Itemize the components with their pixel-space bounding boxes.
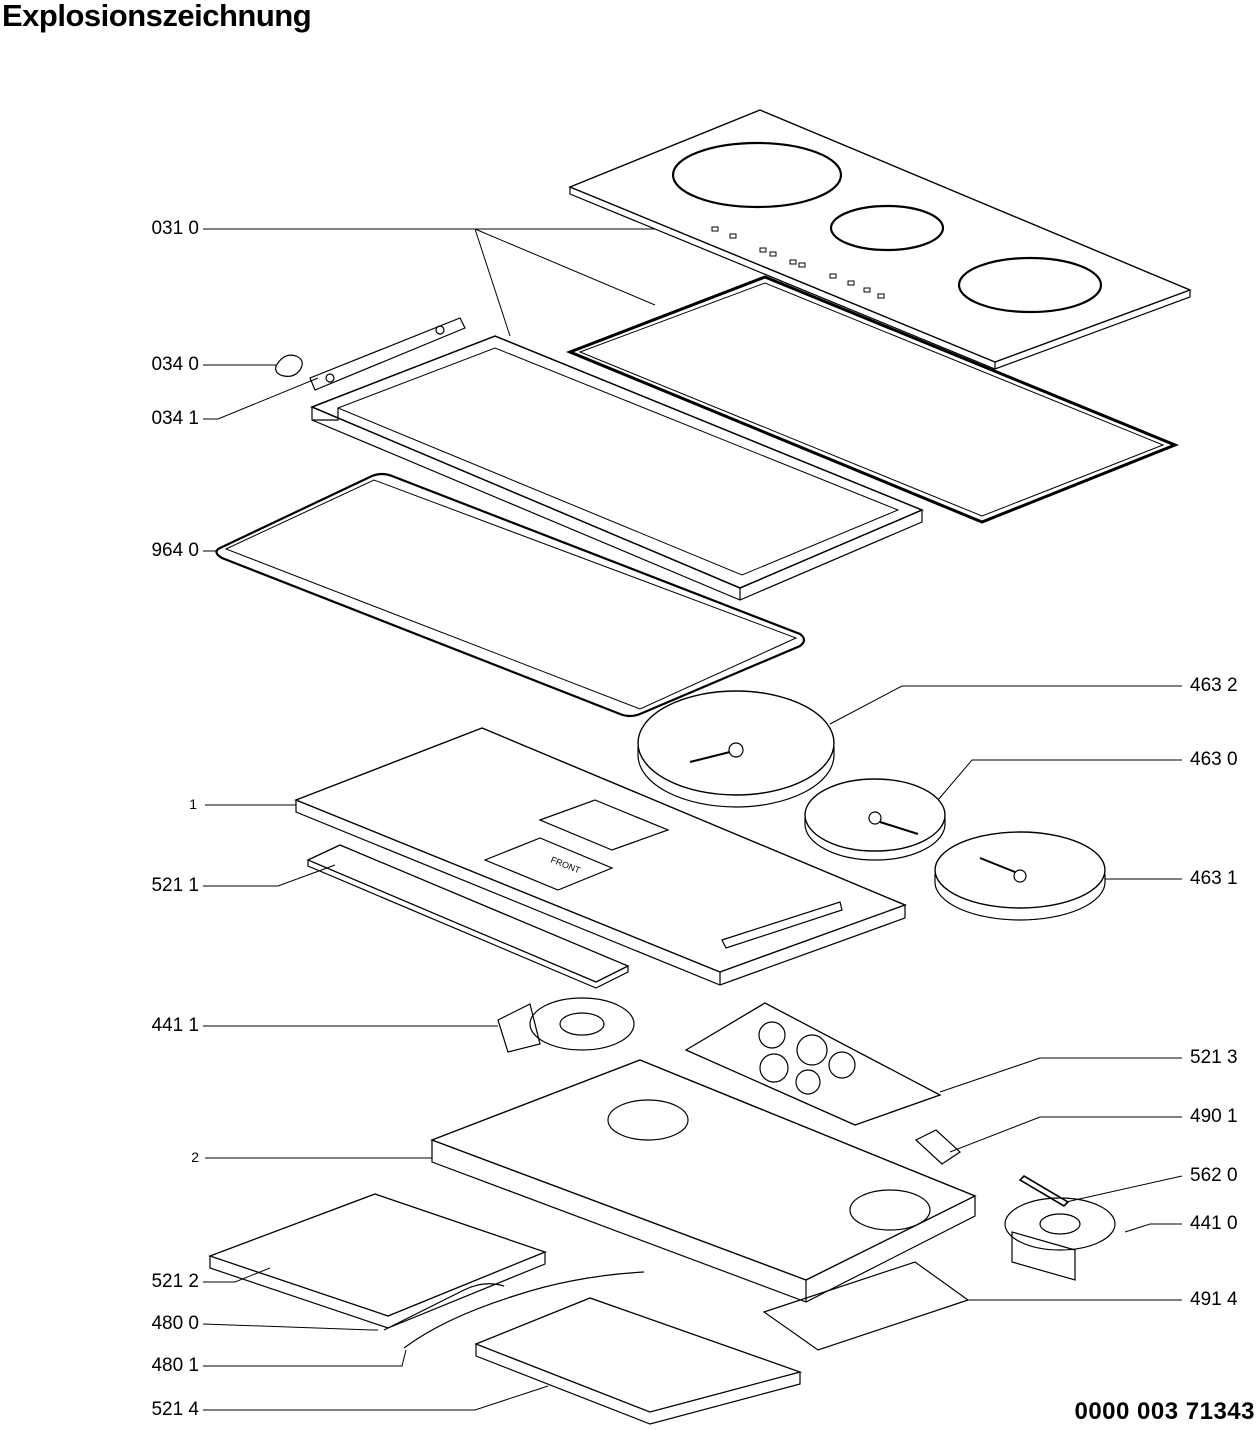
- power-board-part-upper: [686, 1003, 940, 1125]
- fan-part-lower: [1005, 1198, 1115, 1280]
- gasket-part: [216, 474, 804, 716]
- part-label-031-0: 031 0: [151, 218, 199, 239]
- induction-coil-small-part: [935, 832, 1105, 920]
- part-label-463-1: 463 1: [1190, 868, 1238, 889]
- fuse-part: [1020, 1176, 1068, 1206]
- bracket-part: [310, 318, 465, 390]
- part-label-521-2: 521 2: [151, 1271, 199, 1292]
- part-label-463-2: 463 2: [1190, 675, 1238, 696]
- part-label-521-4: 521 4: [151, 1399, 199, 1420]
- part-label-480-0: 480 0: [151, 1313, 199, 1334]
- page-title: Explosionszeichnung: [2, 0, 312, 33]
- part-label-491-4: 491 4: [1190, 1289, 1238, 1310]
- control-board-part: [308, 845, 628, 988]
- part-label-441-0: 441 0: [1190, 1213, 1238, 1234]
- clip-part: [276, 355, 303, 376]
- induction-coil-large-part: [638, 691, 834, 807]
- part-label-2: 2: [191, 1149, 199, 1165]
- part-label-490-1: 490 1: [1190, 1106, 1238, 1127]
- front-marking: FRONT: [549, 855, 582, 876]
- induction-coil-medium-part: [805, 779, 945, 860]
- metal-frame-part: [312, 336, 922, 600]
- part-label-463-0: 463 0: [1190, 749, 1238, 770]
- holder-part: [916, 1130, 960, 1164]
- upper-seal-frame-part: [570, 277, 1175, 522]
- part-label-480-1: 480 1: [151, 1355, 199, 1376]
- part-label-964-0: 964 0: [151, 540, 199, 561]
- part-label-1: 1: [189, 796, 197, 812]
- part-label-034-0: 034 0: [151, 354, 199, 375]
- document-number: 0000 003 71343: [1074, 1398, 1255, 1425]
- part-label-441-1: 441 1: [151, 1015, 199, 1036]
- base-panel-part: FRONT: [296, 728, 905, 985]
- cable-part: [384, 1272, 644, 1348]
- right-heatsink-board-part: [476, 1298, 800, 1424]
- part-label-521-3: 521 3: [1190, 1047, 1238, 1068]
- left-heatsink-board-part: [210, 1194, 545, 1328]
- part-label-521-1: 521 1: [151, 875, 199, 896]
- fan-part-upper: [498, 998, 634, 1052]
- part-label-034-1: 034 1: [151, 408, 199, 429]
- leader-lines: [203, 229, 1182, 1410]
- glass-cooktop-part: [570, 110, 1190, 369]
- part-label-562-0: 562 0: [1190, 1165, 1238, 1186]
- lower-housing-part: [432, 1060, 975, 1302]
